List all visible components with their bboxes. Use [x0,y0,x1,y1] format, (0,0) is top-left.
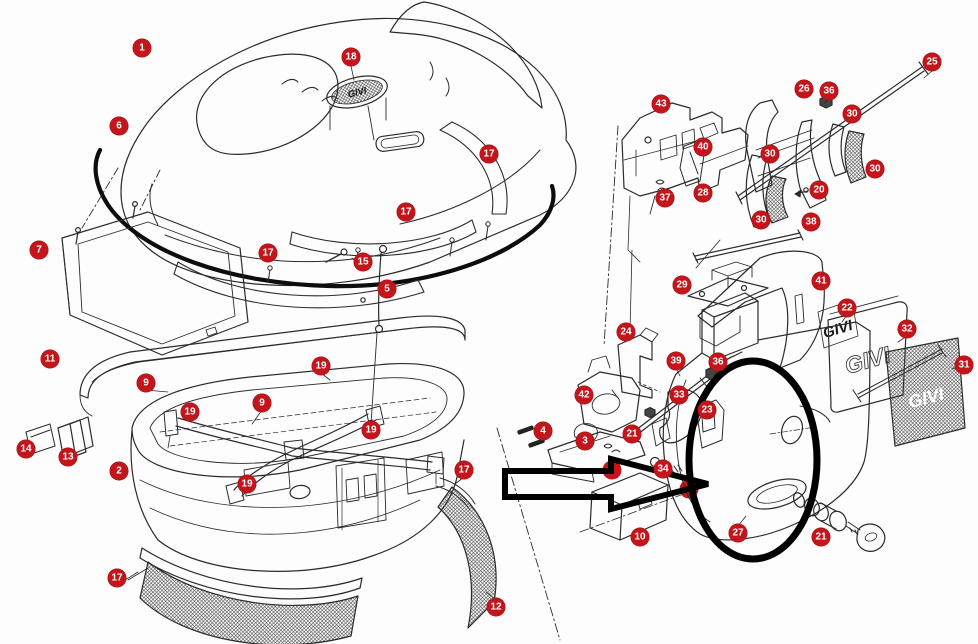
pointer-arrow [502,455,709,513]
part-20-screw [794,187,809,198]
givi-logo-emblem: GIVI [821,317,855,342]
part-38-rod [692,229,804,264]
part-34-ball [649,456,661,468]
part-33-lever [637,381,703,447]
part-17-bumper-trim [127,547,363,644]
highlight-ellipse [685,357,821,563]
part-27-lock-cover [662,292,871,541]
part-15-screw [325,248,348,263]
part-9-straps [163,405,445,505]
givi-logo-lid: GIVI [347,85,368,100]
part-7-panel [61,167,249,356]
part-4-screws [517,425,545,448]
part-11-rim-trim [79,315,466,417]
part-43-bracket [621,102,749,263]
part-12-mesh [435,427,561,641]
part-13-14-plates [25,416,94,461]
part-2-base [130,362,465,572]
part-6-seal [93,147,556,289]
part-1-lid: GIVI [120,1,577,287]
part-29-latch [687,239,769,307]
part-41-cover [697,250,825,369]
part-42-bracket [577,355,641,433]
part-5-rod [360,244,388,425]
givi-lid-badge: GIVI [326,75,388,109]
part-30-reflectors [745,123,867,228]
part-25-rod [735,61,929,205]
part-31-mesh: GIVI [852,337,966,447]
givi-logo-plate: GIVI [842,341,894,379]
